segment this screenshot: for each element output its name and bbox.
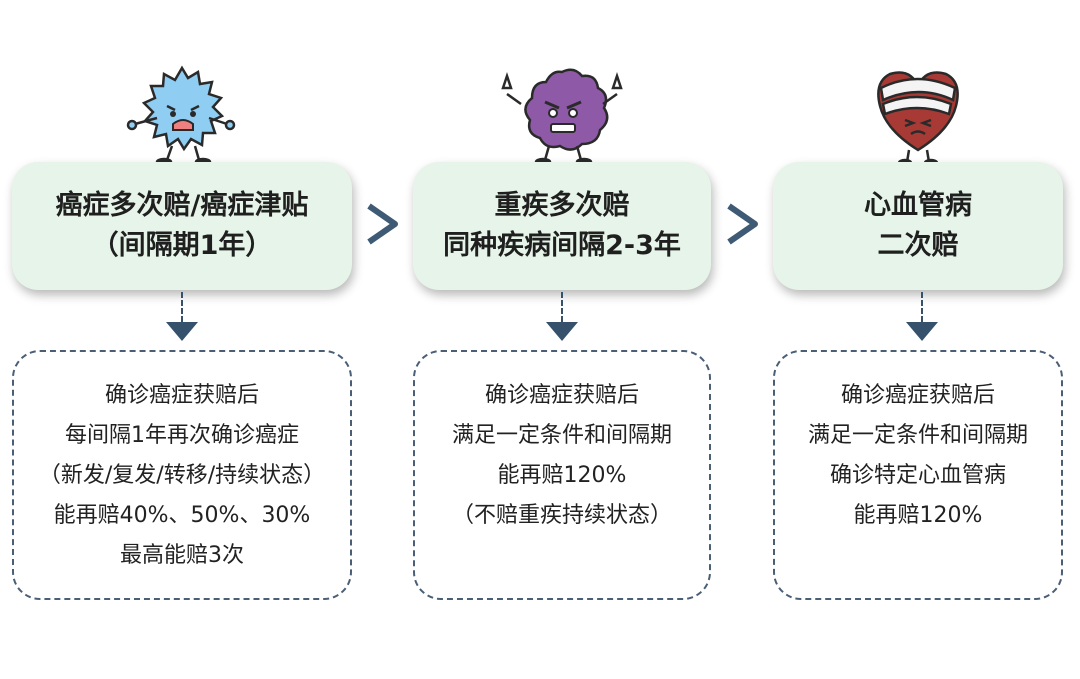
column-cancer: 癌症多次赔/癌症津贴 （间隔期1年） 确诊癌症获赔后 每间隔1年再次确诊癌症 （… [12,0,352,679]
title-line: 同种疾病间隔2-3年 [443,230,681,261]
detail-line: 满足一定条件和间隔期 [451,423,672,448]
detail-line: 确诊癌症获赔后 [840,383,995,408]
detail-box: 确诊癌症获赔后 满足一定条件和间隔期 确诊特定心血管病 能再赔120% [773,350,1063,600]
dashed-connector [561,292,563,322]
down-arrow-icon [166,322,198,341]
detail-line: 最高能赔3次 [120,543,244,568]
detail-line: （新发/复发/转移/持续状态） [38,463,326,488]
column-cardiovascular: 心血管病 二次赔 确诊癌症获赔后 满足一定条件和间隔期 确诊特定心血管病 能再赔… [773,0,1063,679]
title-card: 重疾多次赔 同种疾病间隔2-3年 [413,162,711,290]
title-line: 心血管病 [864,190,972,221]
detail-line: 每间隔1年再次确诊癌症 [65,423,299,448]
detail-box: 确诊癌症获赔后 满足一定条件和间隔期 能再赔120% （不赔重疾持续状态） [413,350,711,600]
title-line: 癌症多次赔/癌症津贴 [55,190,309,221]
title-card: 心血管病 二次赔 [773,162,1063,290]
detail-line: 确诊癌症获赔后 [104,383,259,408]
title-line: 二次赔 [877,230,959,261]
dashed-connector [921,292,923,322]
detail-line: 能再赔120% [853,503,983,528]
blue-virus-icon [126,65,236,167]
dashed-connector [181,292,183,322]
detail-line: 能再赔120% [497,463,627,488]
detail-line: 满足一定条件和间隔期 [807,423,1028,448]
detail-box: 确诊癌症获赔后 每间隔1年再次确诊癌症 （新发/复发/转移/持续状态） 能再赔4… [12,350,352,600]
detail-line: 确诊特定心血管病 [829,463,1006,488]
greater-than-separator [727,203,758,245]
down-arrow-icon [906,322,938,341]
down-arrow-icon [546,322,578,341]
column-critical-illness: 重疾多次赔 同种疾病间隔2-3年 确诊癌症获赔后 满足一定条件和间隔期 能再赔1… [413,0,711,679]
detail-line: 能再赔40%、50%、30% [53,503,311,528]
detail-line: 确诊癌症获赔后 [484,383,639,408]
purple-germ-icon [501,68,623,167]
greater-than-separator [367,203,398,245]
detail-line: （不赔重疾持续状态） [451,503,672,528]
bandaged-heart-icon [877,71,959,168]
title-line: （间隔期1年） [91,230,273,261]
title-line: 重疾多次赔 [494,190,630,221]
title-card: 癌症多次赔/癌症津贴 （间隔期1年） [12,162,352,290]
